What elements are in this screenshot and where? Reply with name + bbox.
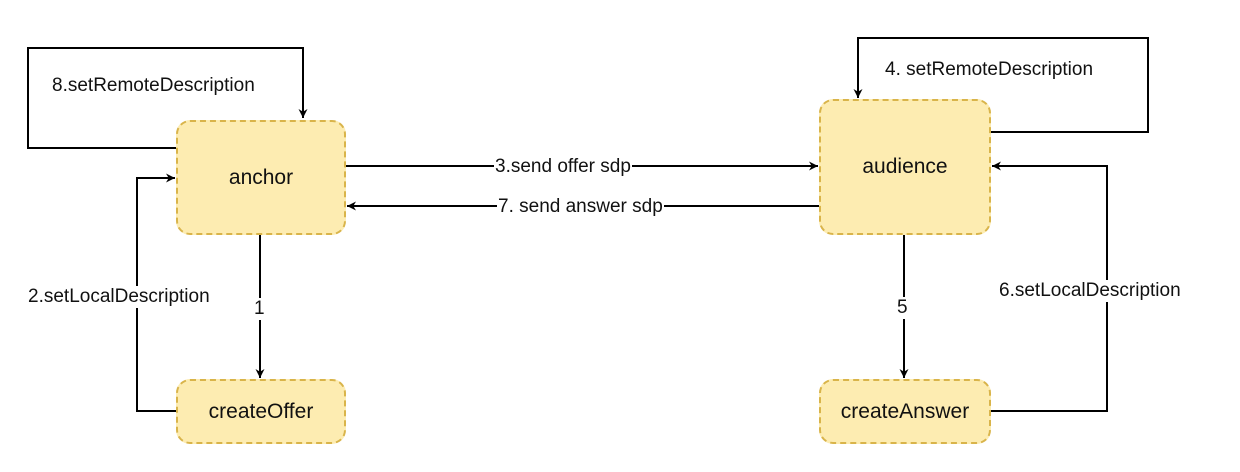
edge-label-7: 7. send answer sdp — [497, 196, 664, 218]
node-audience[interactable]: audience — [819, 99, 991, 235]
edge-label-5: 5 — [896, 297, 909, 319]
node-create-answer-label: createAnswer — [840, 399, 970, 423]
edge-8-set-remote-description — [27, 47, 308, 149]
node-anchor[interactable]: anchor — [176, 120, 346, 235]
node-create-answer[interactable]: createAnswer — [819, 379, 991, 444]
edge-label-2: 2.setLocalDescription — [27, 286, 211, 308]
node-create-offer-label: createOffer — [208, 399, 314, 423]
edge-4-set-remote-description — [853, 37, 1149, 133]
edge-label-6: 6.setLocalDescription — [998, 280, 1182, 302]
edge-label-4: 4. setRemoteDescription — [884, 59, 1095, 81]
edge-label-8: 8.setRemoteDescription — [51, 75, 256, 97]
node-anchor-label: anchor — [228, 165, 294, 189]
edge-label-3: 3.send offer sdp — [494, 156, 632, 178]
node-audience-label: audience — [862, 155, 948, 178]
node-create-offer[interactable]: createOffer — [176, 379, 346, 444]
edge-label-1: 1 — [253, 298, 266, 320]
